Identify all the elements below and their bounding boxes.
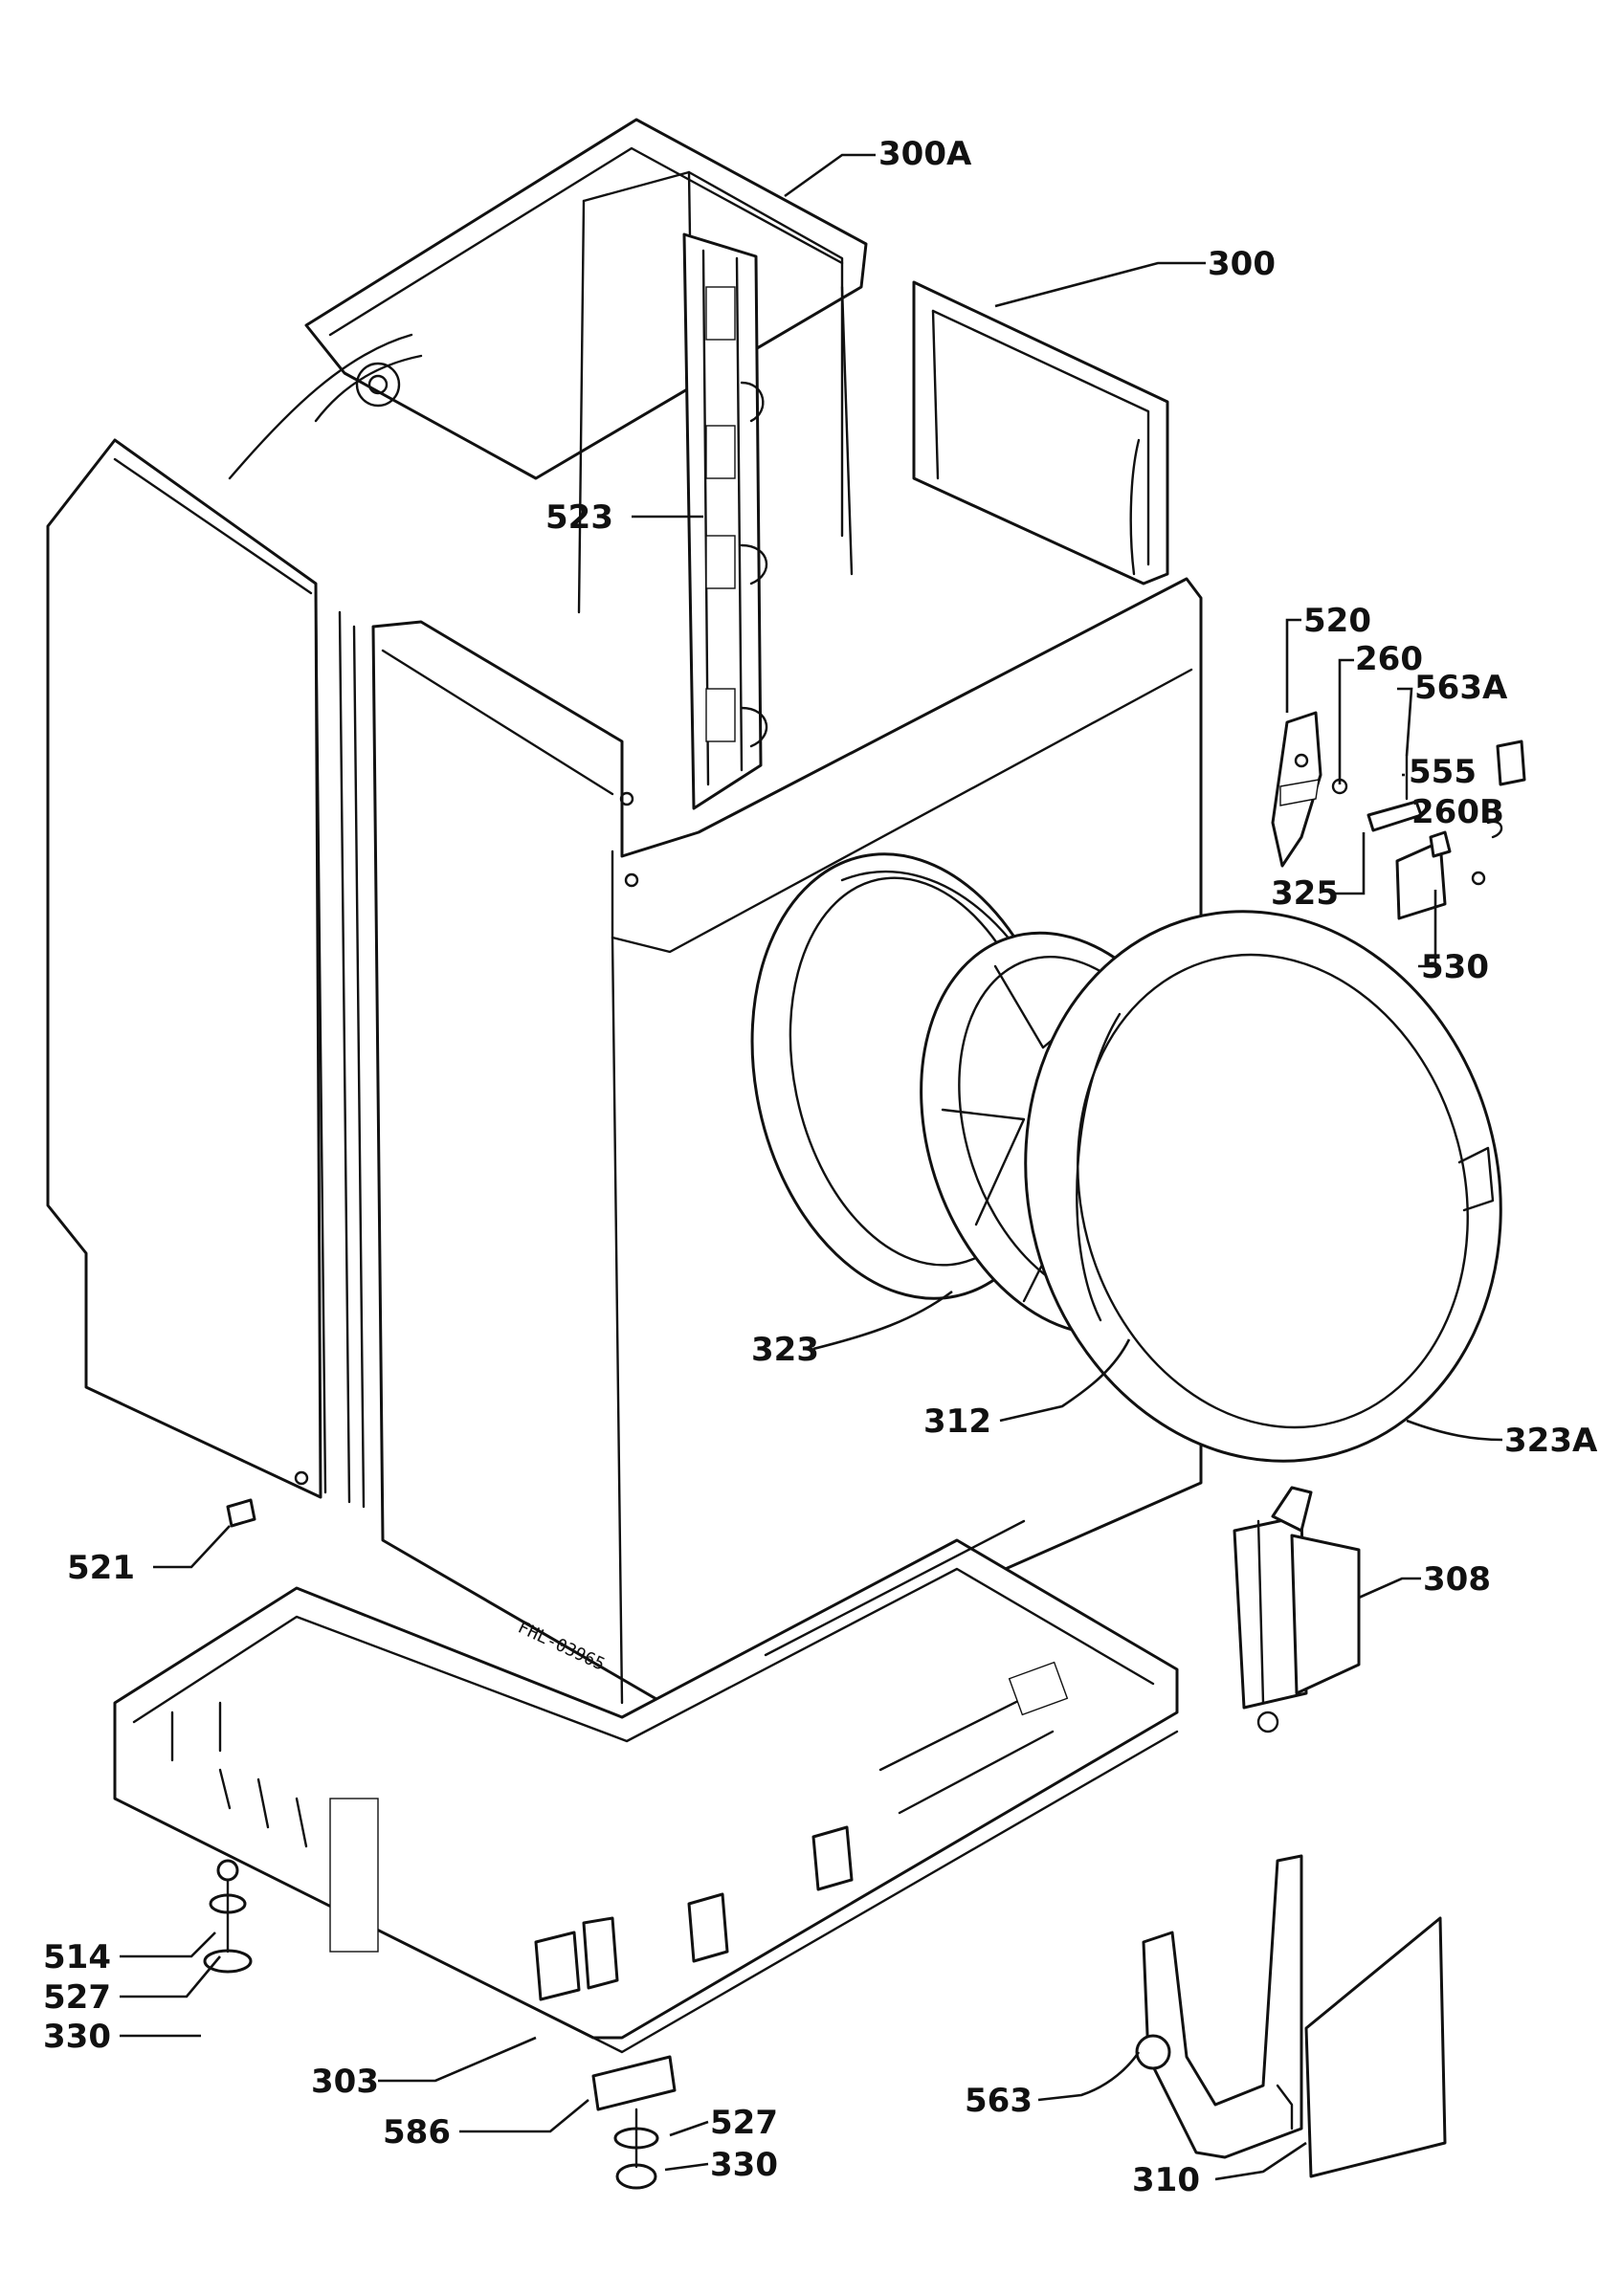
plinth-bracket — [1135, 1854, 1303, 2159]
label-520: 520 — [1303, 602, 1371, 640]
label-308: 308 — [1423, 1560, 1491, 1599]
label-521: 521 — [67, 1549, 135, 1587]
label-527-right: 527 — [710, 2104, 778, 2142]
label-303: 303 — [311, 2063, 379, 2101]
label-330-left: 330 — [43, 2018, 111, 2056]
label-563A: 563A — [1414, 669, 1508, 707]
rear-frame — [228, 118, 868, 614]
base-frame — [113, 1519, 1179, 2054]
part-labels: 300A 300 523 520 260 563A 555 260B 325 5… — [43, 135, 1598, 2199]
label-260B: 260B — [1411, 793, 1504, 831]
label-530: 530 — [1421, 948, 1489, 986]
centre-rail — [682, 232, 768, 810]
label-330-right: 330 — [710, 2146, 778, 2184]
door-lock-assembly — [1271, 711, 1526, 920]
door-outer-ring — [1024, 910, 1502, 1463]
foot-right — [591, 2055, 677, 2190]
label-527-left: 527 — [43, 1978, 111, 2017]
label-555: 555 — [1409, 753, 1477, 791]
label-323A: 323A — [1504, 1422, 1598, 1460]
screw-521 — [226, 1498, 256, 1528]
label-323: 323 — [751, 1331, 819, 1369]
door-hinge — [1233, 1486, 1361, 1733]
label-300: 300 — [1208, 245, 1276, 283]
label-312: 312 — [923, 1402, 991, 1441]
foot-left — [203, 1859, 253, 1974]
leader-lines — [120, 153, 1503, 2181]
label-514: 514 — [43, 1938, 111, 1976]
label-523: 523 — [545, 498, 613, 537]
label-325: 325 — [1271, 874, 1339, 913]
label-586: 586 — [383, 2113, 451, 2152]
label-260: 260 — [1355, 640, 1423, 678]
label-310: 310 — [1132, 2161, 1200, 2199]
plinth-panel — [1276, 1916, 1447, 2178]
label-563: 563 — [965, 2082, 1033, 2120]
right-top-frame — [912, 280, 1169, 585]
label-300A: 300A — [878, 135, 972, 173]
left-side-panel — [46, 438, 366, 1509]
